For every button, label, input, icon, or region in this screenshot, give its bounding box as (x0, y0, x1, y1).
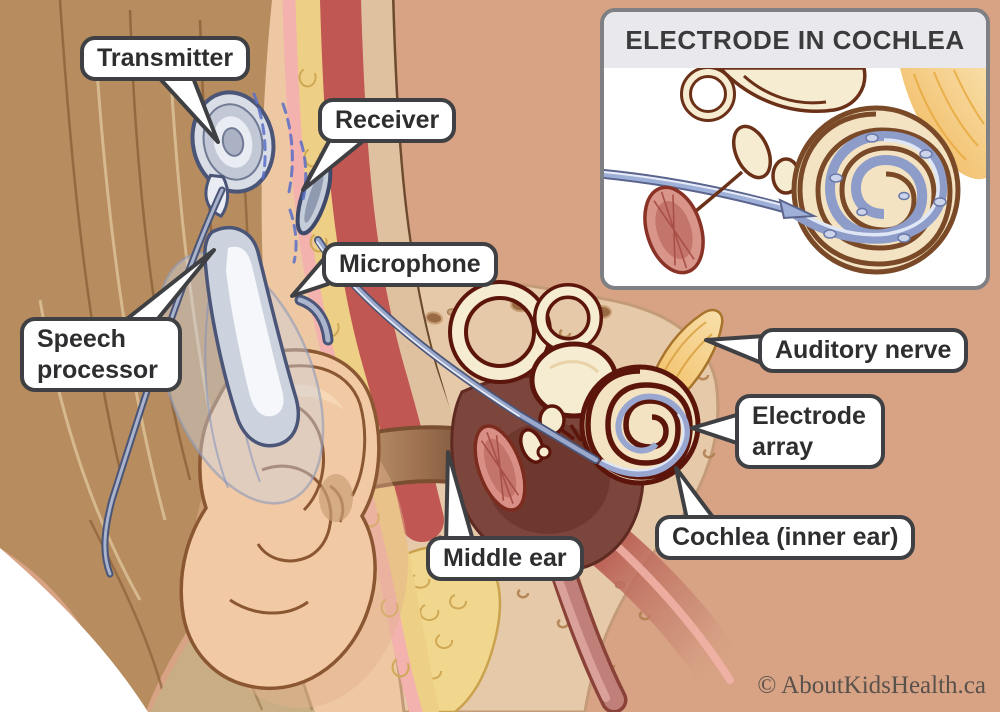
semicircular-canals (448, 280, 619, 419)
label-transmitter: Transmitter (80, 36, 251, 81)
outer-ear (179, 348, 381, 691)
label-middle-ear: Middle ear (426, 536, 584, 581)
inset-wire-tip (778, 198, 818, 220)
label-microphone: Microphone (322, 242, 498, 287)
speech-processor-device (155, 226, 334, 505)
label-electrode-array: Electrode array (735, 394, 885, 469)
label-speech-processor: Speech processor (20, 317, 182, 392)
inset-electrode-in-cochlea: ELECTRODE IN COCHLEA (600, 8, 990, 290)
inset-title: ELECTRODE IN COCHLEA (604, 12, 986, 68)
inset-cochlea (778, 105, 961, 275)
callout-tails (116, 68, 766, 546)
label-auditory-nerve: Auditory nerve (758, 328, 969, 373)
inset-electrode-dots (823, 133, 947, 243)
inset-electrode-wire (604, 169, 789, 213)
inset-labyrinth (680, 66, 867, 122)
tissue-fade-band (577, 515, 747, 697)
signal-dashes (252, 92, 308, 264)
eardrum (473, 424, 527, 512)
inset-eardrum (643, 185, 705, 275)
label-receiver: Receiver (318, 98, 457, 143)
label-cochlea: Cochlea (inner ear) (655, 515, 916, 560)
inset-nerve (900, 68, 986, 180)
cochlea (579, 364, 701, 486)
inset-illustration (604, 66, 986, 282)
page-corner (0, 548, 148, 712)
credit-text: © AboutKidsHealth.ca (757, 672, 986, 699)
transmitter-cable (101, 186, 226, 578)
